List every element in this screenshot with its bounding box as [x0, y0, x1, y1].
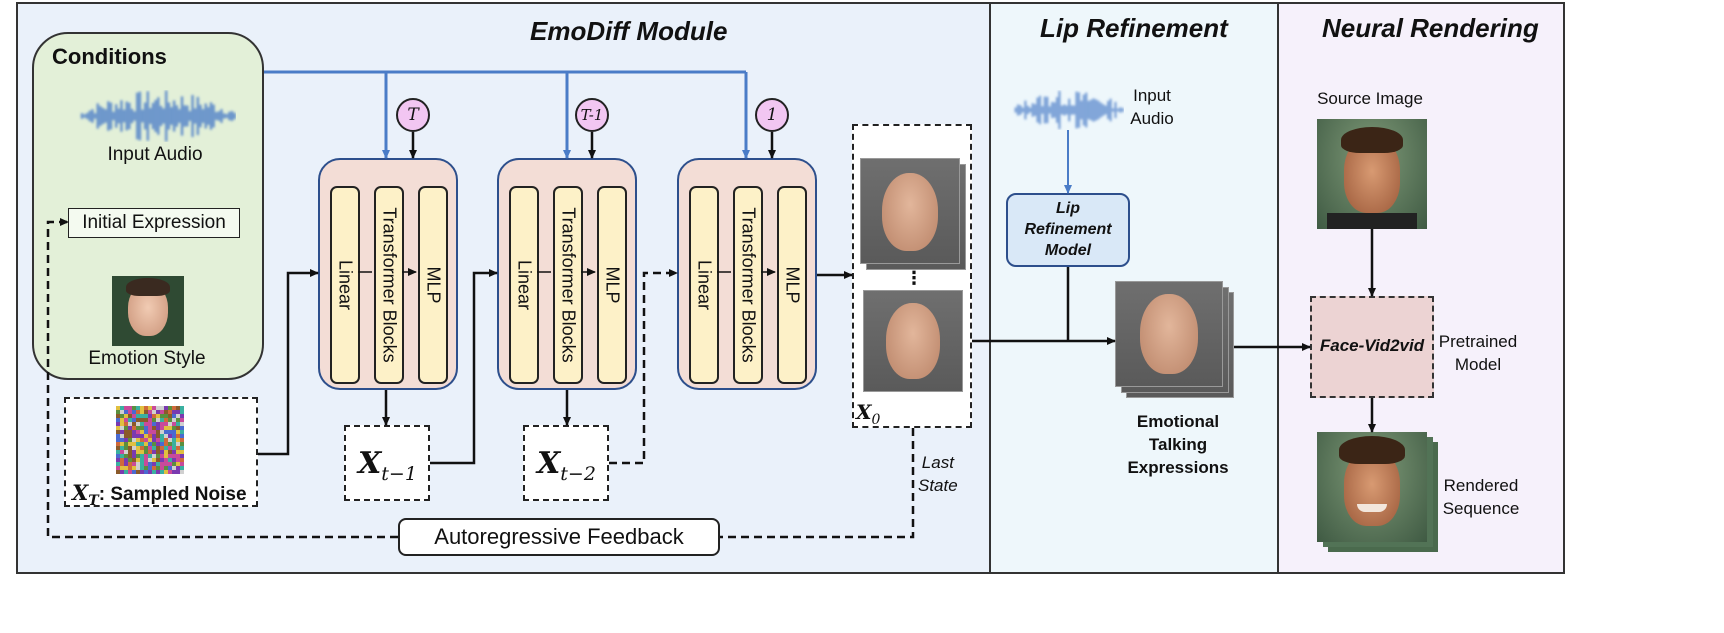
- feedback-right: [720, 428, 915, 539]
- denoise-block-2: Linear Transformer Blocks MLP: [497, 158, 637, 390]
- emotional-talking-expressions-label: Emotional Talking Expressions: [1122, 410, 1234, 479]
- output-label-line-2: Talking: [1148, 435, 1208, 454]
- rendered-sequence-photo: [1317, 432, 1427, 542]
- mlp-layer: MLP: [597, 186, 627, 384]
- autoregressive-feedback-box: [398, 518, 720, 556]
- lip-input-audio-label: Input Audio: [1122, 84, 1182, 130]
- pretrained-line-1: Pretrained: [1438, 332, 1518, 351]
- lip-refinement-title: Lip Refinement: [1040, 13, 1228, 43]
- x-t-2-box: [523, 425, 609, 501]
- output-label-line-3: Expressions: [1127, 458, 1229, 477]
- rendered-line-1: Rendered: [1443, 476, 1519, 495]
- xt2-to-block-3: [609, 269, 678, 465]
- denoise-block-1: Linear Transformer Blocks MLP: [318, 158, 458, 390]
- x-t-1-label: Xt−1: [358, 446, 417, 485]
- timestep-1: 1: [755, 98, 789, 132]
- x0-face-bottom: [863, 290, 963, 392]
- autoregressive-feedback-label: Autoregressive Feedback: [434, 524, 684, 549]
- x0-subscript: 0: [871, 412, 881, 428]
- mlp-layer: MLP: [418, 186, 448, 384]
- x-t-1-box: [344, 425, 430, 501]
- lip-model-line-1: Lip: [1056, 200, 1080, 217]
- noise-subscript: T: [88, 492, 99, 509]
- emodiff-title: EmoDiff Module: [530, 16, 728, 46]
- feedback-left: [46, 218, 398, 539]
- x-t-2-symbol: X: [537, 446, 561, 481]
- input-audio-waveform: [80, 90, 236, 142]
- x0-face-top: [860, 158, 960, 264]
- linear-layer: Linear: [509, 186, 539, 384]
- x-t-1-subscript: t−1: [381, 463, 417, 485]
- face-vid2vid-box: [1310, 296, 1434, 398]
- noise-symbol: X: [72, 480, 89, 505]
- last-state-line-1: Last: [921, 453, 954, 472]
- lip-refinement-model-label: Lip Refinement Model: [1006, 198, 1130, 261]
- x-t-2-subscript: t−2: [560, 463, 596, 485]
- neural-rendering-title: Neural Rendering: [1322, 13, 1539, 43]
- emotion-style-photo: [112, 276, 184, 346]
- noise-to-block-1: [258, 269, 319, 456]
- lip-input-audio-waveform: [1014, 90, 1124, 130]
- emotion-style-label: Emotion Style: [88, 348, 206, 369]
- lip-model-line-3: Model: [1044, 242, 1092, 259]
- xt1-to-block-2: [430, 269, 498, 465]
- lip-input-audio-line-1: Input: [1133, 86, 1171, 105]
- denoise-block-3: Linear Transformer Blocks MLP: [677, 158, 817, 390]
- x0-label: X0: [856, 400, 880, 428]
- noise-image: [116, 406, 184, 474]
- x0-ellipsis: ⋮: [905, 268, 923, 288]
- initial-expression-box: [68, 208, 240, 238]
- initial-expression-label: Initial Expression: [82, 212, 226, 233]
- pretrained-line-2: Model: [1454, 355, 1502, 374]
- mlp-layer: MLP: [777, 186, 807, 384]
- linear-layer: Linear: [330, 186, 360, 384]
- rendered-line-2: Sequence: [1442, 499, 1520, 518]
- last-state-line-2: State: [918, 476, 958, 495]
- pretrained-model-label: Pretrained Model: [1438, 330, 1518, 376]
- source-image-label: Source Image: [1317, 89, 1423, 108]
- conditions-input-audio-label: Input Audio: [107, 144, 203, 165]
- rendered-sequence-label: Rendered Sequence: [1436, 474, 1526, 520]
- linear-layer: Linear: [689, 186, 719, 384]
- output-label-line-1: Emotional: [1136, 412, 1220, 431]
- last-state-label: Last State: [918, 451, 958, 497]
- transformer-blocks-layer: Transformer Blocks: [733, 186, 763, 384]
- conditions-title: Conditions: [52, 44, 167, 69]
- lip-refinement-model-box: [1006, 193, 1130, 267]
- lip-model-line-2: Refinement: [1024, 221, 1112, 238]
- x-t-1-symbol: X: [358, 446, 382, 481]
- face-vid2vid-label: Face-Vid2vid: [1319, 336, 1425, 355]
- sampled-noise-label: XT: Sampled Noise: [72, 480, 247, 509]
- talking-face-front: [1115, 281, 1223, 387]
- x-t-2-label: Xt−2: [537, 446, 596, 485]
- x0-symbol: X: [856, 400, 872, 424]
- source-image-photo: [1317, 119, 1427, 229]
- lip-input-audio-line-2: Audio: [1130, 109, 1174, 128]
- transformer-blocks-layer: Transformer Blocks: [553, 186, 583, 384]
- timestep-T-1: T-1: [575, 98, 609, 132]
- transformer-blocks-layer: Transformer Blocks: [374, 186, 404, 384]
- timestep-T: T: [396, 98, 430, 132]
- noise-text: : Sampled Noise: [98, 484, 247, 505]
